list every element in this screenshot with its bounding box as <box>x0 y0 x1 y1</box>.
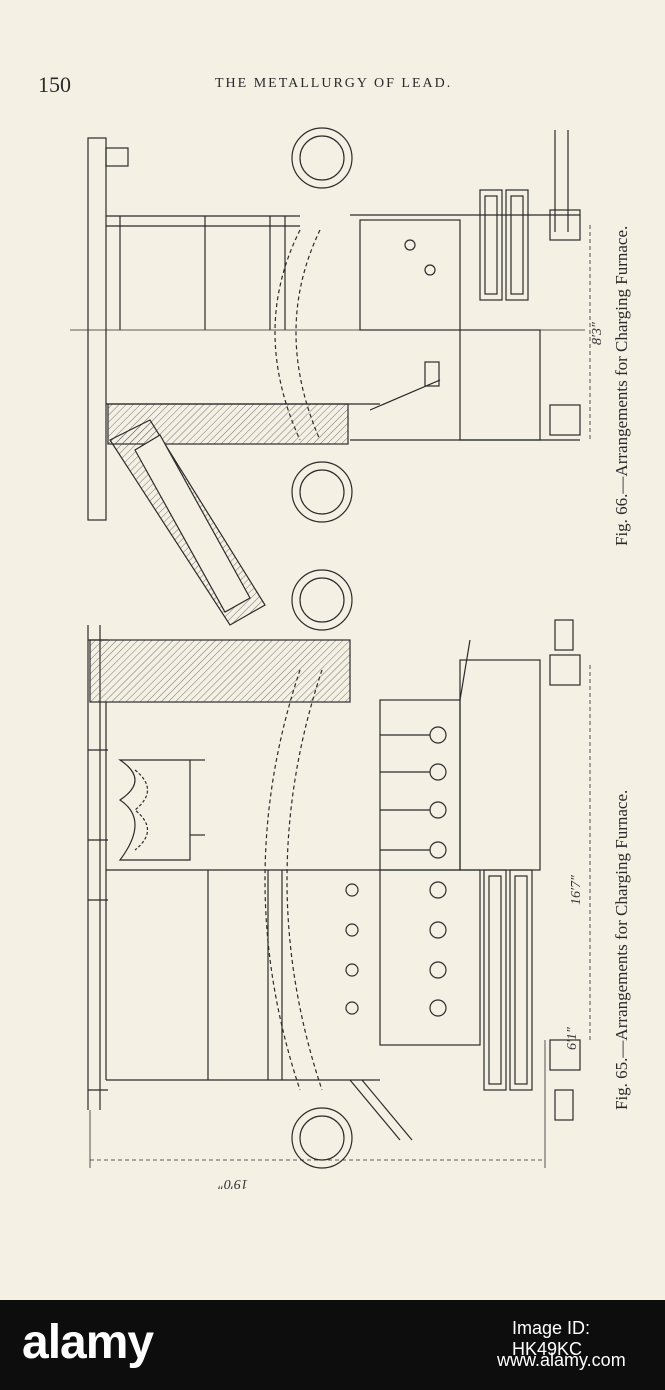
fig65-dimension-label-c: 19′0″ <box>218 1176 248 1191</box>
furnace-engraving: 8′3″ 16′7″ 6′1″ 19′0″ <box>70 127 605 1191</box>
book-page: 150 THE METALLURGY OF LEAD. <box>0 0 665 1300</box>
fig65-dimension-label-b: 6′1″ <box>565 1027 580 1050</box>
running-head: THE METALLURGY OF LEAD. <box>215 76 453 91</box>
image-id-text: Image ID: HK49KC <box>512 1318 591 1359</box>
fig66-caption: Fig. 66.—Arrangements for Charging Furna… <box>612 225 631 546</box>
fig66-dimension-label: 8′3″ <box>590 322 605 345</box>
watermark-bar <box>0 1300 665 1390</box>
alamy-logo: alamy <box>22 1316 154 1369</box>
watermark-url: www.alamy.com <box>497 1350 626 1370</box>
fig65-dimension-label-a: 16′7″ <box>569 875 584 905</box>
fig66-drawing <box>70 127 591 626</box>
fig65-drawing <box>87 569 591 1169</box>
page-number: 150 <box>38 72 71 97</box>
fig65-caption: Fig. 65.—Arrangements for Charging Furna… <box>612 789 631 1110</box>
